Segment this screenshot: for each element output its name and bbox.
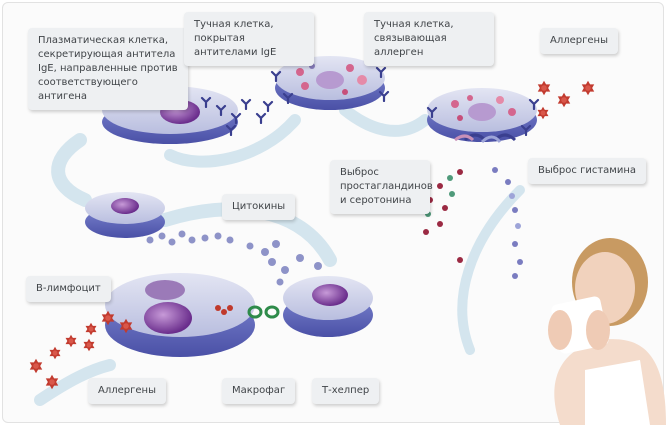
sneezing-woman-image	[548, 238, 666, 425]
macrophage	[105, 273, 255, 357]
mast-cell-ige	[270, 56, 390, 110]
mhc-link	[247, 305, 280, 319]
label-prostaglandins: Выброс простагландинов и серотонина	[330, 160, 433, 214]
mast-cell-allergen	[426, 88, 540, 142]
release-granules	[423, 134, 523, 279]
t-helper	[283, 276, 373, 337]
label-b-lymphocyte: В-лимфоцит	[26, 276, 111, 302]
process-arrows	[34, 104, 525, 406]
allergens-top	[537, 80, 595, 120]
label-plasma-cell: Плазматическая клетка, секретирующая ант…	[28, 28, 188, 110]
label-allergens-bottom: Аллергены	[88, 378, 166, 404]
label-allergens-top: Аллергены	[540, 28, 618, 54]
label-mast-cell-ige: Тучная клетка, покрытая антителами IgE	[184, 12, 314, 66]
label-cytokines: Цитокины	[222, 194, 296, 220]
label-histamine: Выброс гистамина	[528, 158, 646, 184]
b-lymphocyte	[85, 192, 165, 238]
label-mast-cell-allergen: Тучная клетка, связывающая аллерген	[364, 12, 494, 66]
label-t-helper: Т-хелпер	[312, 378, 380, 404]
label-macrophage: Макрофаг	[222, 378, 296, 404]
cytokines-dots	[146, 230, 322, 286]
